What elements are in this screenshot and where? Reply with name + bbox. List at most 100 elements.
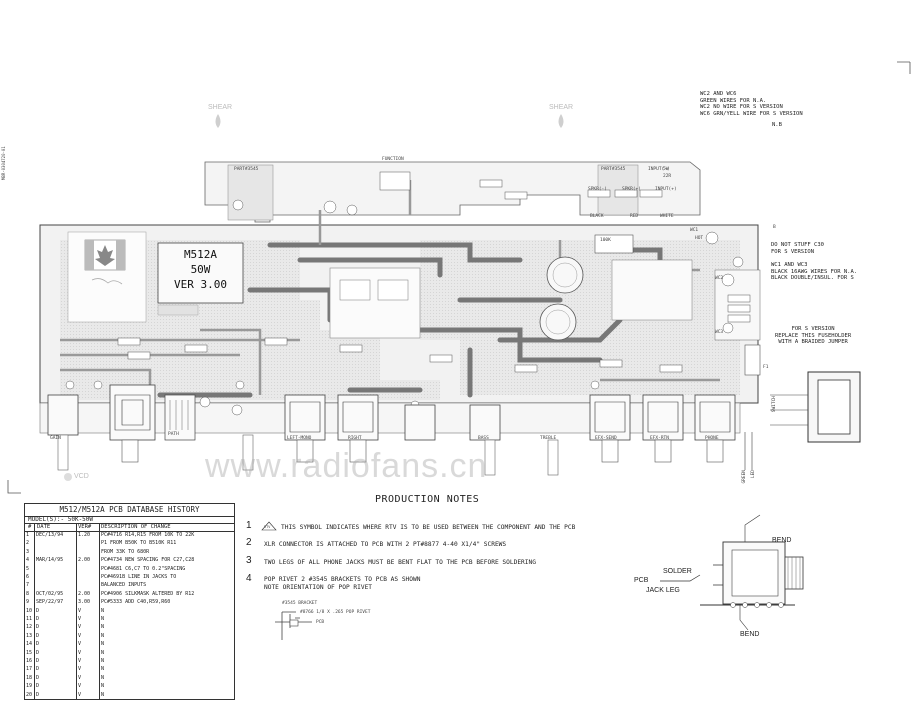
jack-label-efx-rtn: EFX-RTN — [650, 436, 669, 441]
rivet-label-bracket: #3545 BRACKET — [282, 601, 318, 606]
wire-color-label: BLACK — [590, 214, 604, 219]
history-cell-date: D — [36, 607, 40, 614]
jack-detail-pcb: PCB — [634, 577, 649, 584]
note-number: 2 — [246, 537, 252, 548]
history-cell-num: 14 — [26, 641, 33, 648]
history-cell-desc: PC#4681 C6,C7 TO 0.2"SPACING — [101, 565, 186, 572]
history-row: 7 BALANCED INPUTS — [25, 582, 234, 590]
history-cell-num: 17 — [26, 666, 33, 673]
board-part-label: INPUT(-) — [648, 167, 670, 172]
history-cell-num: 4 — [26, 557, 30, 564]
board-part-label: PART#3545 — [601, 167, 626, 172]
history-cell-desc: N — [101, 649, 105, 656]
jack-detail-jack-leg: JACK LEG — [646, 587, 680, 594]
history-cell-ver: V — [78, 691, 82, 698]
model-power: 50W — [190, 263, 211, 276]
rivet-label-rivet: #8766 1/8 X .265 POP RIVET — [300, 610, 371, 615]
note-number: 1 — [246, 520, 252, 531]
history-cell-num: 15 — [26, 649, 33, 656]
nb-label: N.B — [772, 122, 782, 128]
pcb-history-table: M512/M512A PCB DATABASE HISTORY MODEL(S)… — [24, 503, 235, 700]
history-cell-date: SEP/22/97 — [36, 599, 64, 606]
right-note-line: BLACK DOUBLE/INSUL. FOR S — [771, 275, 854, 281]
model-label-box: M512A 50W VER 3.00 — [158, 247, 243, 292]
board-part-label: B — [773, 225, 776, 230]
history-cell-date: D — [36, 616, 40, 622]
history-cell-desc: N — [101, 674, 105, 681]
history-cell-date: D — [36, 632, 40, 639]
history-cell-desc: N — [101, 607, 105, 614]
history-cell-num: 7 — [26, 582, 30, 589]
history-cell-num: 16 — [26, 658, 33, 664]
history-cell-ver: V — [78, 683, 82, 690]
history-cell-desc: PC#5333 ADD C40,R59,R60 — [101, 599, 171, 606]
note-number: 3 — [246, 555, 252, 566]
history-header-row: # DATE VER# DESCRIPTION OF CHANGE — [25, 524, 234, 532]
jack-label-gain: GAIN — [50, 436, 61, 441]
history-cell-desc: PC#4716 R14,R15 FROM 10K TO 22K — [101, 532, 195, 538]
jack-label-bass: BASS — [478, 436, 489, 441]
top-notes: WC2 AND WC6 GREEN WIRES FOR N.A. WC2 NO … — [700, 91, 803, 117]
right-note-fuseholder: FOR S VERSION REPLACE THIS FUSEHOLDER WI… — [775, 326, 851, 346]
history-cell-desc: N — [101, 683, 105, 690]
history-cell-date: D — [36, 649, 40, 656]
history-cell-ver: V — [78, 658, 82, 664]
history-cell-num: 2 — [26, 540, 30, 547]
note-text: THIS SYMBOL INDICATES WHERE RTV IS TO BE… — [281, 524, 576, 531]
history-model: MODEL(S):- 50K-50W — [25, 516, 234, 524]
production-notes-title: PRODUCTION NOTES — [375, 494, 480, 505]
jack-label-treble: TREBLE — [540, 436, 557, 441]
history-cell-ver: V — [78, 666, 82, 673]
jack-detail-bend-bottom: BEND — [740, 631, 760, 638]
wc2-label: WC2 — [715, 276, 724, 281]
history-cell-num: 20 — [26, 691, 33, 698]
history-cell-ver: V — [78, 674, 82, 681]
wire-color-label: RED — [630, 214, 639, 219]
history-cell-num: 1 — [26, 532, 30, 538]
path-label: PATH — [168, 432, 179, 437]
right-note-line: WC1 AND WC3 — [771, 262, 808, 268]
history-cell-date: D — [36, 683, 40, 690]
note-number: 4 — [246, 573, 252, 584]
jack-label-right: RIGHT — [348, 436, 362, 441]
note-text: XLR CONNECTOR IS ATTACHED TO PCB WITH 2 … — [264, 541, 507, 548]
top-note-line: GREEN WIRES FOR N.A. — [700, 97, 767, 104]
history-cell-ver: V — [78, 616, 82, 622]
history-cell-desc: N — [101, 624, 105, 631]
history-cell-ver: 1.20 — [78, 532, 91, 538]
rivet-label-pcb: PCB — [316, 620, 325, 625]
top-note-line: WC2 AND WC6 — [700, 91, 737, 97]
history-cell-desc: P1 FROM B50K TO B510K R11 — [101, 540, 177, 547]
board-part-label: FUNCTION — [382, 157, 404, 162]
board-part-label: 22R — [663, 174, 672, 179]
history-cell-num: 8 — [26, 590, 30, 597]
board-part-label: INPUT(+) — [655, 187, 677, 192]
history-col-date: DATE — [37, 524, 51, 530]
history-cell-ver: 2.00 — [78, 590, 91, 597]
jack-label-left-mono: LEFT-MONO — [287, 436, 312, 441]
right-note-line: REPLACE THIS FUSEHOLDER — [775, 332, 852, 339]
switch-label: SWITCH — [772, 396, 777, 413]
model-version: VER 3.00 — [174, 278, 227, 291]
history-cell-desc: N — [101, 616, 105, 622]
note-text: TWO LEGS OF ALL PHONE JACKS MUST BE BENT… — [264, 559, 536, 566]
history-cell-desc: N — [101, 666, 105, 673]
history-cell-ver: 3.00 — [78, 599, 91, 606]
right-note-line: BLACK 16AWG WIRES FOR N.A. — [771, 268, 858, 275]
history-cell-date: D — [36, 641, 40, 648]
history-cell-num: 6 — [26, 574, 30, 580]
history-cell-desc: BALANCED INPUTS — [101, 582, 147, 589]
board-part-label: HOT — [695, 236, 704, 241]
